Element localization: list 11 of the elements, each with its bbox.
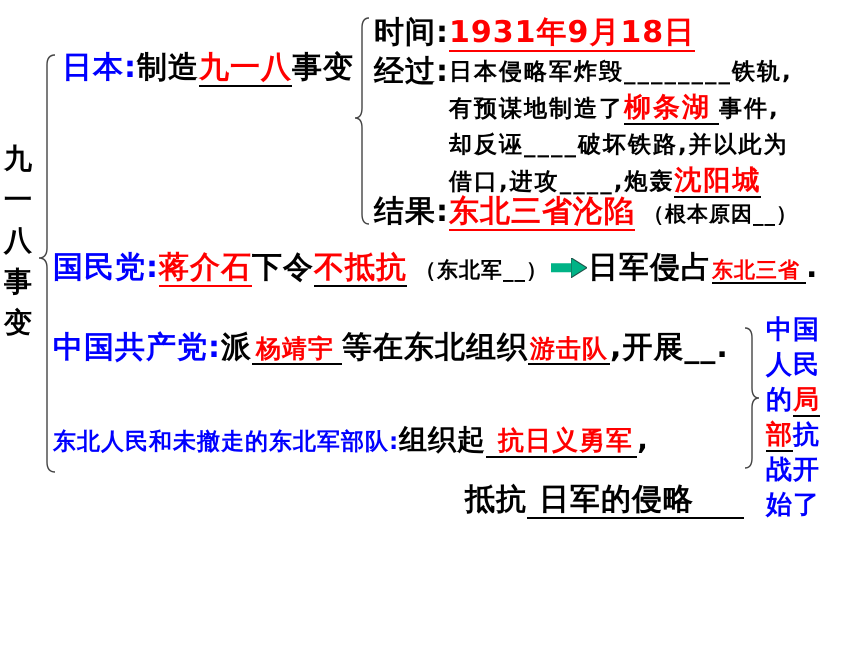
occupation-text: 日军侵占东北三省 . — [588, 249, 818, 286]
volunteer-army-text: 东北人民和未撤走的东北军部队:组织起 抗日义勇军, — [53, 422, 649, 458]
side-note-text: 中国人民的局部抗战开始了 — [766, 314, 821, 522]
japan-statement-text: 日本:制造九一八事变 — [62, 49, 354, 86]
kmt-policy-text: 国民党:蒋介石下令不抵抗 （东北军__） — [53, 249, 548, 286]
date-text: 时间:1931年9月18日 — [374, 14, 696, 52]
resistance-text: 抵抗 日军的侵略 — [465, 481, 744, 518]
vertical-title: 九一八事变 — [4, 141, 34, 341]
arrow — [551, 259, 588, 276]
ccp-action-text: 中国共产党:派杨靖宇 等在东北组织游击队,开展__. — [53, 329, 729, 366]
result-text: 结果:东北三省沦陷 （根本原因__） — [374, 194, 798, 230]
